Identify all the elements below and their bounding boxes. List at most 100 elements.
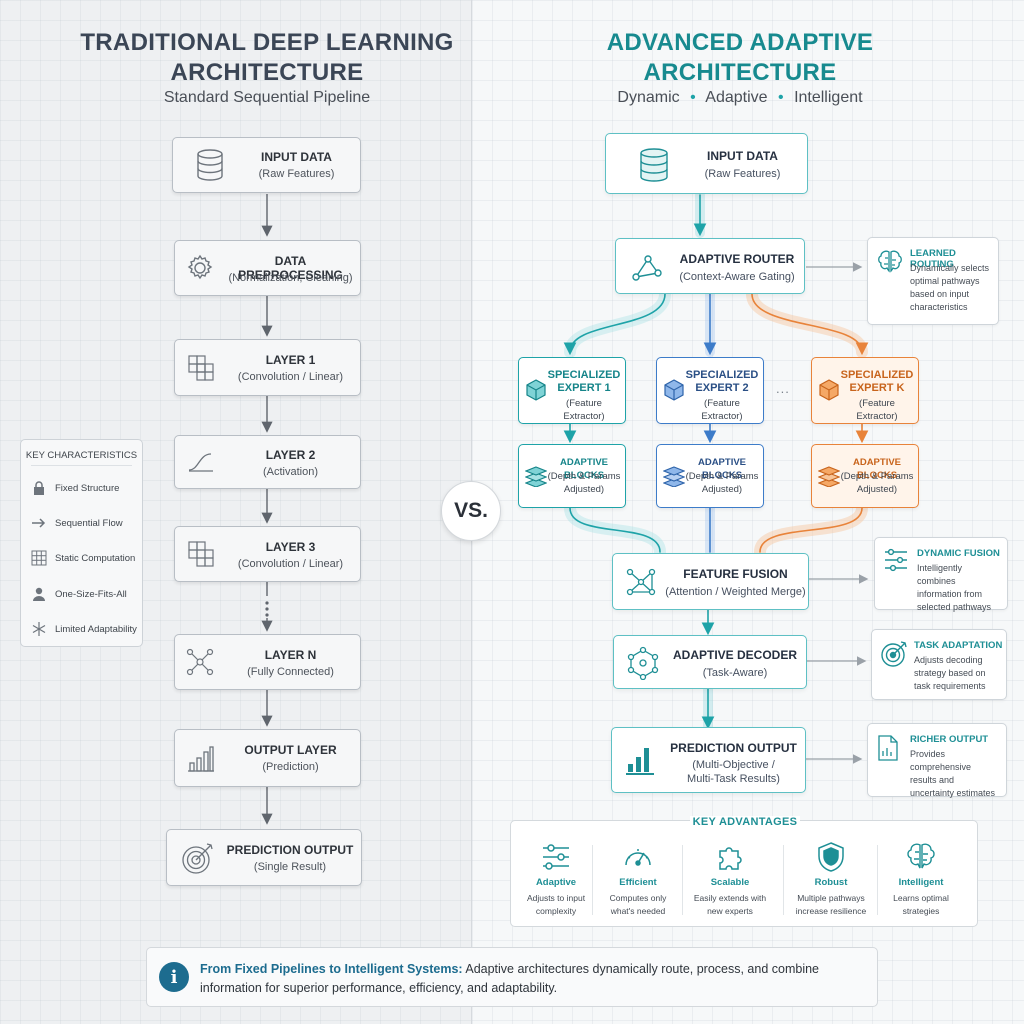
- lock-icon: [34, 481, 44, 495]
- expert-sub: (Feature Extractor): [563, 398, 605, 422]
- layer-grid-icon: [188, 354, 214, 381]
- side-note-desc: Adjusts decoding strategy based on task …: [914, 655, 986, 691]
- block-sub-line1: (Depth & Params: [840, 471, 914, 482]
- document-chart-icon: [878, 735, 898, 761]
- activation-curve-icon: [188, 453, 213, 472]
- kc-item-limited-adaptability: Limited Adaptability: [31, 621, 137, 637]
- snowflake-icon: [32, 622, 46, 636]
- block-sub-line2: Adjusted): [701, 484, 743, 495]
- person-icon: [33, 587, 45, 601]
- left-box-title: LAYER 1: [265, 353, 316, 367]
- subtitle-separator: •: [690, 89, 696, 106]
- kc-label: Limited Adaptability: [55, 623, 137, 635]
- left-box-sub: (Convolution / Linear): [237, 558, 344, 570]
- advantage-desc-line1: Computes only: [609, 893, 667, 903]
- summary-bar: i From Fixed Pipelines to Intelligent Sy…: [146, 947, 878, 1007]
- key-characteristics-panel: KEY CHARACTERISTICS Fixed Structure Sequ…: [20, 439, 143, 647]
- cube-icon: [526, 379, 546, 401]
- left-prediction-output-box: PREDICTION OUTPUT (Single Result): [166, 829, 362, 886]
- grid-icon: [31, 550, 47, 566]
- cube-icon: [664, 379, 684, 401]
- left-box-sub: (Single Result): [253, 861, 327, 873]
- layers-icon: [663, 466, 685, 487]
- advantage-desc-line2: what's needed: [610, 906, 666, 916]
- left-input-data-box: INPUT DATA (Raw Features): [172, 137, 361, 193]
- target-icon: [182, 842, 213, 874]
- advantage-desc: Computes only what's needed: [593, 892, 683, 918]
- left-box-sub: (Normalization, Cleaning): [228, 272, 353, 284]
- subtitle-intelligent: Intelligent: [794, 89, 863, 106]
- right-box-sub: (Multi-Objective / Multi-Task Results): [662, 758, 805, 786]
- left-box-title: LAYER 2: [265, 448, 316, 462]
- kc-item-sequential-flow: Sequential Flow: [31, 515, 123, 531]
- expert-title-line1: SPECIALIZED: [840, 369, 914, 381]
- left-layern-box: LAYER N (Fully Connected): [174, 634, 361, 690]
- learned-routing-note: LEARNED ROUTING Dynamically selects opti…: [867, 237, 999, 325]
- left-title-line1: TRADITIONAL DEEP LEARNING: [80, 29, 454, 56]
- right-box-sub: (Raw Features): [704, 168, 781, 180]
- left-title: TRADITIONAL DEEP LEARNING ARCHITECTURE: [60, 28, 474, 88]
- left-output-layer-box: OUTPUT LAYER (Prediction): [174, 729, 361, 787]
- summary-text: From Fixed Pipelines to Intelligent Syst…: [200, 960, 865, 998]
- layer-grid-icon: [188, 541, 214, 567]
- block-title: ADAPTIVE BLOCKS: [697, 457, 747, 481]
- divider: [592, 845, 593, 915]
- adaptive-router-box: ADAPTIVE ROUTER (Context-Aware Gating): [615, 238, 805, 294]
- advantage-name: Efficient: [619, 877, 657, 888]
- advantage-name: Robust: [814, 877, 848, 888]
- output-sub-line1: (Multi-Objective /: [692, 759, 775, 771]
- sliders-icon: [885, 548, 907, 572]
- side-note-desc: Intelligently combines information from …: [917, 563, 992, 612]
- left-box-title: INPUT DATA: [261, 150, 332, 164]
- divider: [682, 845, 683, 915]
- left-box-title: LAYER N: [264, 648, 317, 662]
- experts-ellipsis: ...: [776, 381, 790, 396]
- expert-title-line2: EXPERT 1: [557, 382, 611, 394]
- block-sub-line1: (Depth & Params: [547, 471, 621, 482]
- right-box-sub: (Task-Aware): [702, 667, 768, 679]
- database-icon: [197, 149, 223, 181]
- right-box-sub: (Attention / Weighted Merge): [665, 586, 806, 598]
- expert-title-line1: SPECIALIZED: [547, 369, 621, 381]
- target-icon: [881, 641, 907, 667]
- expert-sub: (Feature Extractor): [856, 398, 898, 422]
- bar-chart-icon: [188, 746, 214, 772]
- right-box-title: INPUT DATA: [707, 149, 778, 163]
- right-box-title: FEATURE FUSION: [683, 567, 788, 581]
- expert-sub: (Feature Extractor): [701, 398, 743, 422]
- cube-icon: [819, 379, 839, 401]
- left-box-title: DATA PREPROCESSING: [238, 254, 343, 282]
- kc-label: Fixed Structure: [55, 482, 120, 494]
- advantage-desc-line2: new experts: [707, 906, 753, 916]
- dynamic-fusion-note: DYNAMIC FUSION Intelligently combines in…: [874, 537, 1008, 612]
- right-title: ADVANCED ADAPTIVE ARCHITECTURE: [560, 28, 920, 88]
- task-adaptation-note: TASK ADAPTATION Adjusts decoding strateg…: [871, 629, 1007, 700]
- output-sub-line2: Multi-Task Results): [687, 773, 780, 785]
- feature-fusion-box: FEATURE FUSION (Attention / Weighted Mer…: [612, 553, 809, 610]
- right-box-title: ADAPTIVE ROUTER: [679, 252, 795, 266]
- vs-badge: VS.: [441, 481, 501, 541]
- brain-icon: [878, 250, 902, 273]
- left-box-sub: (Prediction): [262, 761, 319, 773]
- left-layer3-box: LAYER 3 (Convolution / Linear): [174, 526, 361, 582]
- layers-icon: [525, 466, 547, 487]
- left-box-sub: (Fully Connected): [247, 666, 334, 678]
- left-box-sub: (Convolution / Linear): [237, 371, 344, 383]
- database-icon: [640, 148, 668, 182]
- side-note-title: DYNAMIC FUSION: [917, 548, 1000, 559]
- right-input-data-box: INPUT DATA (Raw Features): [605, 133, 808, 194]
- arrow-right-icon: [32, 518, 46, 528]
- side-note-desc: Dynamically selects optimal pathways bas…: [910, 263, 990, 312]
